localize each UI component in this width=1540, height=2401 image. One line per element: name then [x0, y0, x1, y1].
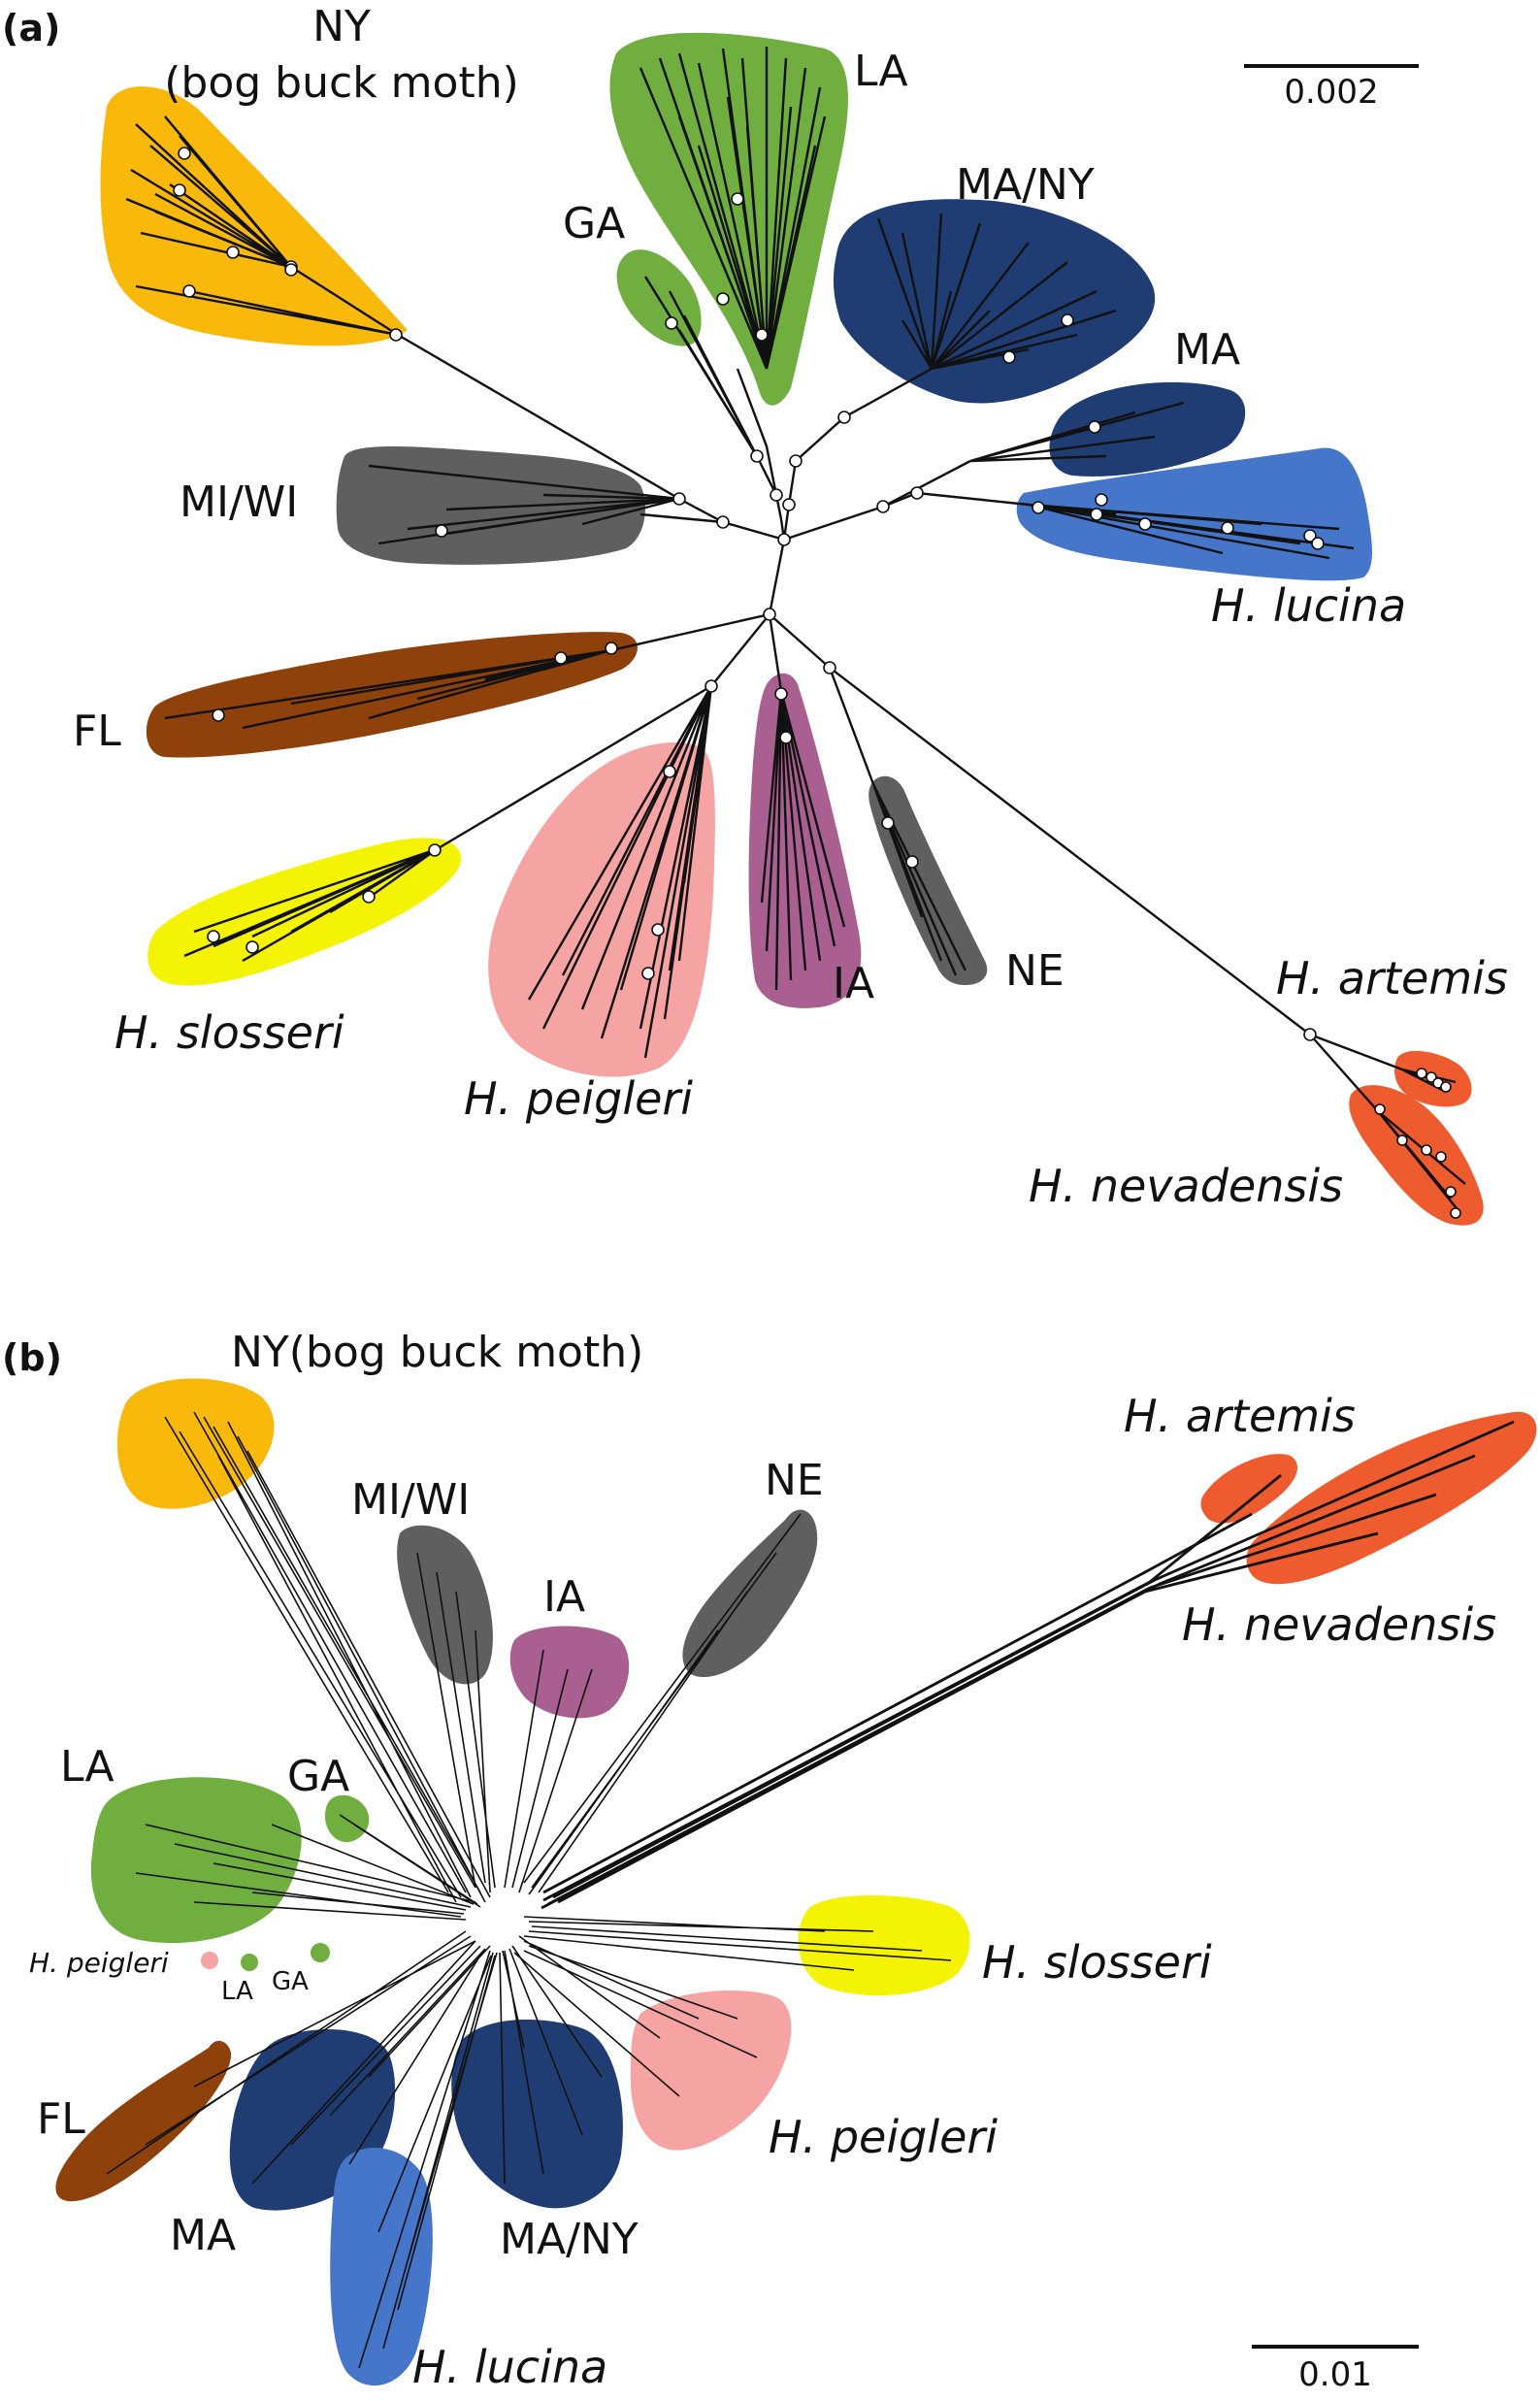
panel-a-support-nodes	[173, 147, 1461, 1219]
clade-b-mi-wi-blob	[397, 1525, 493, 1685]
label-b-peigleri: H. peigleri	[769, 2111, 998, 2163]
label-a-ia: IA	[833, 959, 874, 1008]
small-ga-dot	[311, 1943, 330, 1962]
small-la-dot	[241, 1954, 258, 1971]
label-a-artemis: H. artemis	[1276, 952, 1508, 1004]
label-a-ne: NE	[1005, 946, 1065, 996]
panel-a-backbone	[397, 329, 1403, 1112]
clade-b-peigleri-blob	[630, 1990, 792, 2151]
clade-nevadensis-blob	[1349, 1085, 1484, 1226]
label-b-artemis: H. artemis	[1124, 1390, 1356, 1442]
label-a-mi-wi: MI/WI	[180, 477, 298, 527]
panel-b-artemis-bundle	[541, 1420, 1515, 1910]
label-b-small-ga: GA	[272, 1967, 309, 1996]
clade-mi-wi-blob	[336, 446, 645, 565]
label-a-ga: GA	[563, 199, 625, 248]
label-a-lucina: H. lucina	[1211, 579, 1406, 632]
small-peigleri-dot	[201, 1952, 218, 1969]
label-a-peigleri: H. peigleri	[464, 1072, 693, 1125]
clade-b-ma-ny-blob	[451, 2019, 623, 2209]
label-a-ma: MA	[1174, 325, 1240, 375]
clade-lucina-blob	[1016, 447, 1372, 581]
label-a-la: LA	[854, 47, 908, 96]
label-b-ny: NY(bog buck moth)	[231, 1328, 643, 1377]
label-b-fl: FL	[37, 2094, 85, 2144]
clade-b-fl-blob	[55, 2040, 232, 2202]
label-b-small-la: LA	[221, 1977, 253, 2006]
panel-b-splits-network: (b) 0.01	[2, 1328, 1537, 2394]
label-b-nevadensis: H. nevadensis	[1182, 1598, 1496, 1651]
label-b-slosseri: H. slosseri	[982, 1936, 1212, 1989]
label-a-ny: NY	[312, 2, 371, 51]
label-a-fl: FL	[73, 707, 121, 756]
clade-b-la-blob	[90, 1777, 302, 1944]
label-a-ny-sub: (bog buck moth)	[164, 58, 519, 108]
clade-b-artemis-blob	[1200, 1454, 1298, 1524]
clade-b-nevadensis-blob	[1246, 1411, 1537, 1585]
panel-b-tag: (b)	[2, 1336, 62, 1379]
label-b-la: LA	[60, 1742, 115, 1792]
panel-a-unrooted-tree: (a) 0.002	[2, 2, 1508, 1226]
panel-a-tag: (a)	[2, 7, 60, 49]
label-b-lucina: H. lucina	[412, 2341, 607, 2393]
panel-a-tip-branches	[125, 47, 1466, 1214]
label-b-mi-wi: MI/WI	[351, 1475, 470, 1525]
clade-b-ny-blob	[116, 1378, 275, 1509]
label-b-ma-ny: MA/NY	[500, 2215, 639, 2264]
label-b-small-peigleri: H. peigleri	[29, 1947, 169, 1979]
clade-b-slosseri-blob	[798, 1894, 970, 1996]
label-a-nevadensis: H. nevadensis	[1029, 1160, 1343, 1212]
label-b-ga: GA	[287, 1752, 349, 1801]
clade-ma-blob	[1049, 381, 1246, 477]
panel-b-network-edges	[106, 1411, 952, 2369]
label-a-slosseri: H. slosseri	[115, 1006, 344, 1059]
clade-ma-ny-blob	[833, 199, 1156, 404]
clade-b-ia-blob	[509, 1626, 630, 1719]
panel-b-scale-label: 0.01	[1298, 2355, 1372, 2394]
clade-ny-blob	[100, 86, 408, 346]
panel-a-clade-labels: NY (bog buck moth) LA GA MA/NY MA MI/WI …	[73, 2, 1508, 1212]
label-b-ma: MA	[170, 2211, 236, 2260]
panel-b-clade-labels: NY(bog buck moth) MI/WI IA NE H. artemis…	[29, 1328, 1496, 2393]
label-a-ma-ny: MA/NY	[956, 160, 1095, 210]
label-b-ne: NE	[765, 1456, 824, 1505]
label-b-ia: IA	[543, 1572, 585, 1622]
clade-fl-blob	[146, 632, 638, 758]
clade-b-lucina-blob	[330, 2148, 433, 2386]
clade-b-ga-blob	[325, 1794, 370, 1843]
clade-ne-blob	[868, 775, 988, 985]
panel-a-scale-label: 0.002	[1284, 73, 1378, 112]
